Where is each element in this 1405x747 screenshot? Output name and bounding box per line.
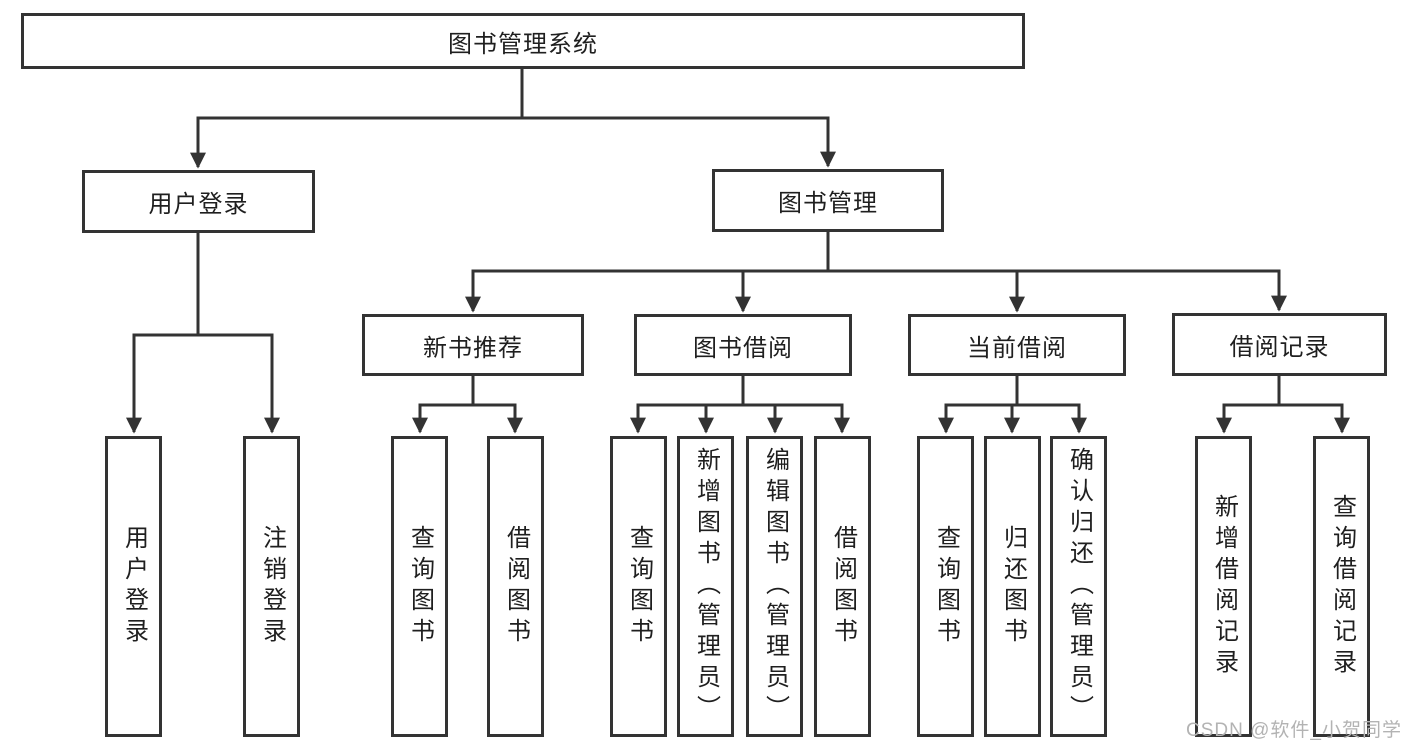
leaf-query-books-current: 查询图书	[917, 436, 974, 737]
leaf-query-books-recommend: 查询图书	[391, 436, 448, 737]
leaf-add-borrow-record: 新增借阅记录	[1195, 436, 1252, 737]
node-book-management: 图书管理	[712, 169, 944, 232]
node-user-login: 用户登录	[82, 170, 315, 233]
csdn-watermark: CSDN @软件_小贺同学	[1186, 720, 1402, 741]
leaf-logout: 注销登录	[243, 436, 300, 737]
leaf-add-books-admin: 新增图书（管理员）	[677, 436, 734, 737]
leaf-return-books: 归还图书	[984, 436, 1041, 737]
node-book-borrowing: 图书借阅	[634, 314, 852, 376]
leaf-edit-books-admin: 编辑图书（管理员）	[746, 436, 803, 737]
node-library-management-system: 图书管理系统	[21, 13, 1025, 69]
node-borrowing-records: 借阅记录	[1172, 313, 1387, 376]
leaf-user-login: 用户登录	[105, 436, 162, 737]
node-current-borrowing: 当前借阅	[908, 314, 1126, 376]
connector-lines	[132, 66, 1344, 407]
leaf-query-books-borrowing: 查询图书	[610, 436, 667, 737]
leaf-query-borrow-record: 查询借阅记录	[1313, 436, 1370, 737]
connector-arrows	[126, 118, 1350, 434]
leaf-borrow-books-borrowing: 借阅图书	[814, 436, 871, 737]
leaf-confirm-return-admin: 确认归还（管理员）	[1050, 436, 1107, 737]
node-new-book-recommendation: 新书推荐	[362, 314, 584, 376]
leaf-borrow-books-recommend: 借阅图书	[487, 436, 544, 737]
